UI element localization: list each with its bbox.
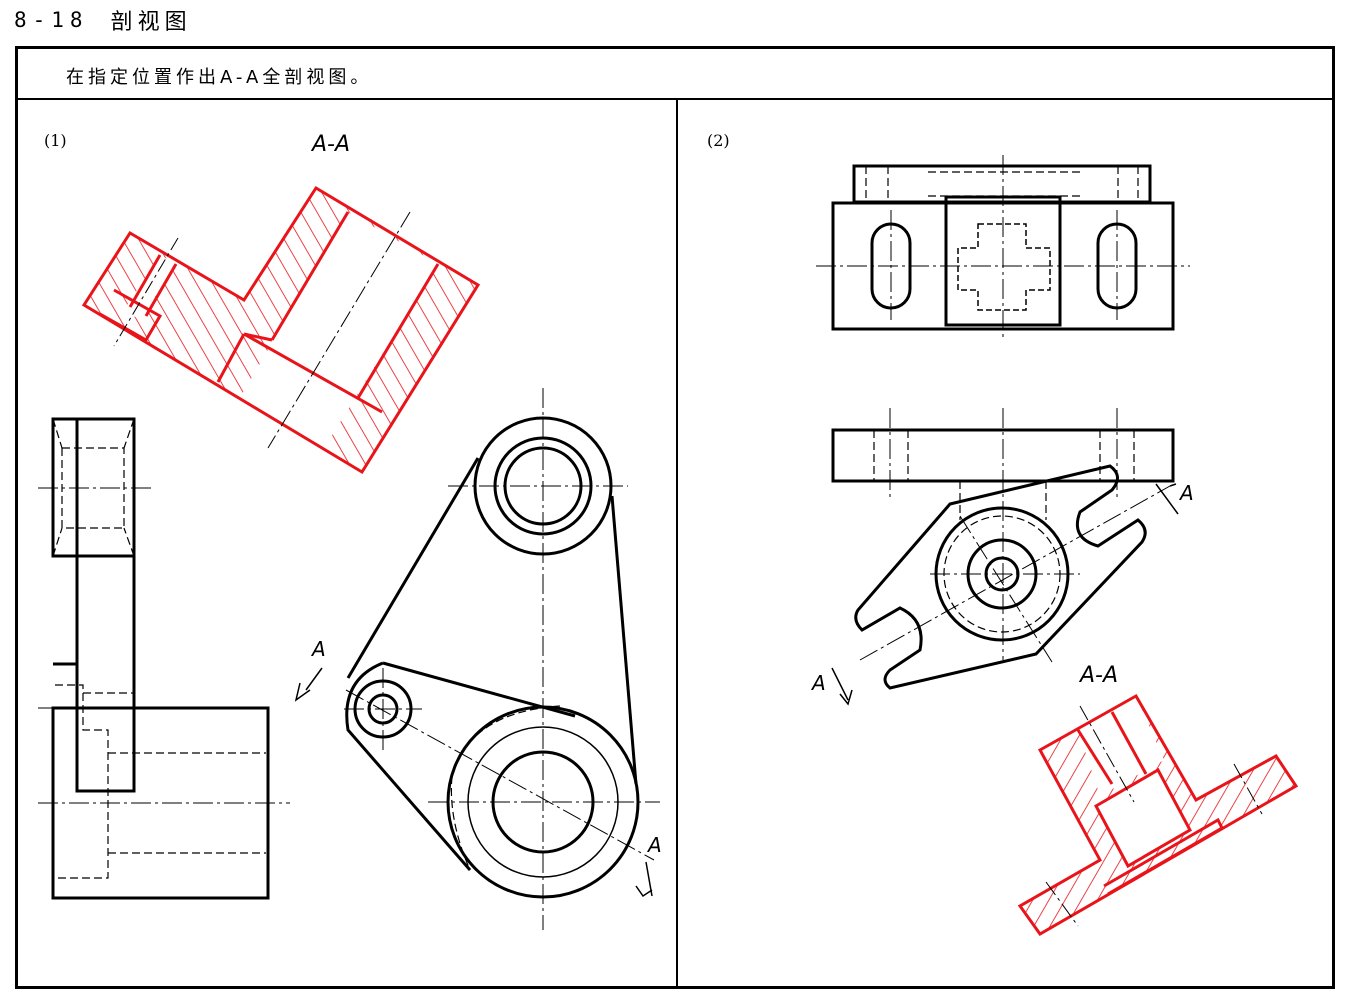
- panel-divider: [676, 100, 678, 989]
- instruction-row: 在指定位置作出A-A全剖视图。: [18, 49, 1332, 100]
- section-1-centerline-small: [113, 237, 179, 347]
- problem-1-section-view: [81, 185, 481, 475]
- section-2-bore: [1078, 696, 1164, 796]
- problem-1: (1) A-A: [38, 131, 662, 930]
- exercise-number: 8-18: [14, 8, 89, 32]
- cutting-plane-start: [294, 667, 323, 702]
- lever-hidden-arc2: [450, 775, 471, 871]
- problem-1-label: (1): [44, 131, 67, 150]
- problem-1-side-view: [38, 417, 290, 900]
- top-view-hidden: [865, 166, 1139, 202]
- problem-2-section-title: A-A: [1078, 663, 1118, 688]
- problem-1-main-view: [294, 388, 660, 930]
- lever-outline: [345, 457, 638, 871]
- section-1-centerline: [267, 211, 411, 449]
- instruction-text: 在指定位置作出A-A全剖视图。: [66, 67, 373, 88]
- problem-2-front-view: [831, 408, 1179, 706]
- problem-1-cut-mark-start: A: [310, 637, 326, 661]
- problem-2-section-view: [1017, 693, 1299, 936]
- section-2-shelf: [1103, 817, 1224, 896]
- problem-1-section-title: A-A: [310, 132, 350, 157]
- section-2-counterbore: [1093, 767, 1193, 869]
- side-view-hidden-lines: [52, 418, 266, 879]
- worksheet-frame: 在指定位置作出A-A全剖视图。: [15, 46, 1335, 989]
- front-view-centerlines: [859, 408, 1171, 663]
- front-view-hidden: [873, 430, 1135, 520]
- problem-2: (2): [707, 131, 1299, 936]
- lever-hidden-arc: [451, 705, 561, 777]
- front-view-bracket: [854, 464, 1147, 690]
- cutting-plane-2-end: [1155, 483, 1179, 515]
- exercise-title: 剖视图: [110, 10, 192, 35]
- section-1-bore: [234, 212, 438, 458]
- section-1-outline: [81, 185, 481, 475]
- cutting-plane-2-start: [831, 667, 853, 706]
- section-2-inner: [1076, 711, 1148, 785]
- section-2-centerlines: [1045, 705, 1263, 927]
- section-2-outline: [1017, 693, 1299, 936]
- section-1-bore-edges: [270, 211, 440, 399]
- section-1-slot-edges: [128, 254, 178, 317]
- problem-2-cut-mark-end: A: [1178, 481, 1194, 505]
- problem-2-label: (2): [707, 131, 730, 150]
- cutting-plane-end: [635, 861, 653, 898]
- top-view-centerlines: [816, 155, 1190, 340]
- main-view-centerlines: [344, 388, 660, 930]
- problem-2-cut-mark-start: A: [810, 671, 826, 695]
- page-header: 8-18 剖视图: [14, 4, 192, 36]
- problem-2-top-view: [816, 155, 1190, 340]
- side-view-centerlines: [38, 487, 290, 804]
- top-view-cross-hole: [957, 223, 1051, 311]
- side-view-lower-boss: [53, 662, 79, 708]
- side-view-arm: [75, 417, 136, 793]
- section-1-lower-step: [99, 288, 163, 343]
- problem-1-cut-mark-end: A: [646, 833, 662, 857]
